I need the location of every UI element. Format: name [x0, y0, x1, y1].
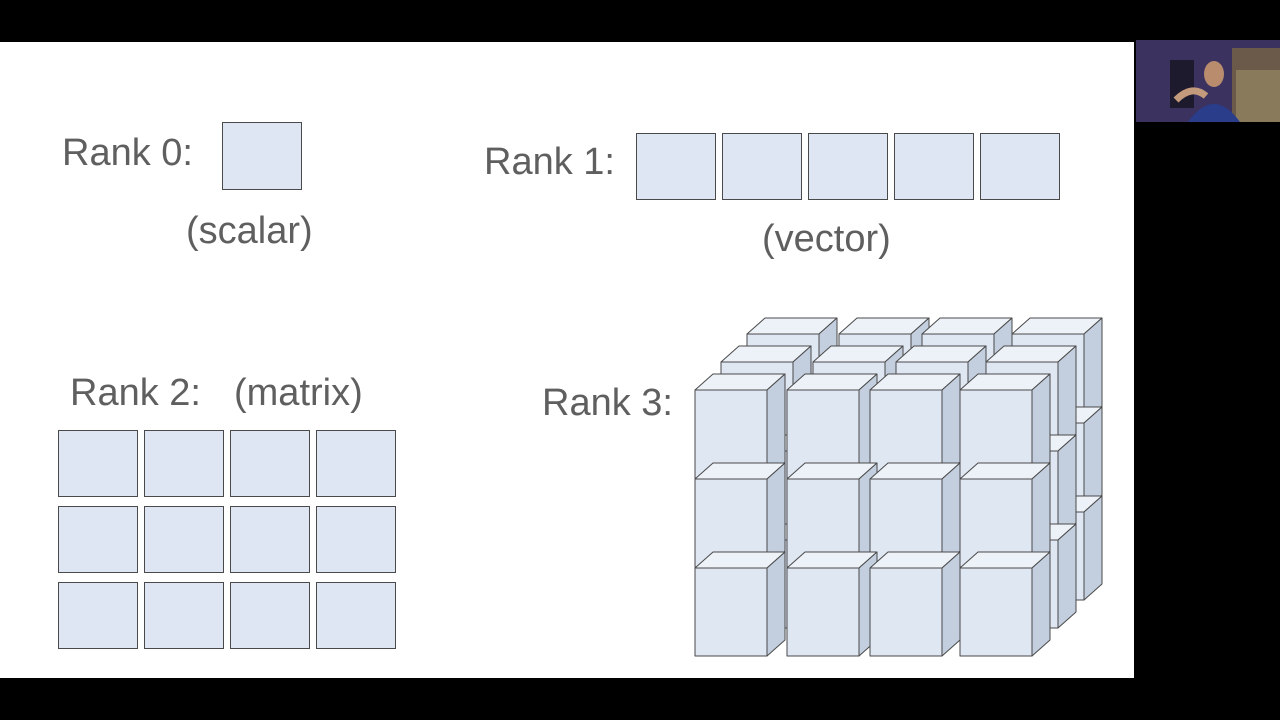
rank3-label: Rank 3: — [542, 382, 673, 424]
tensor-cube — [869, 373, 961, 479]
vector-cell — [894, 133, 974, 200]
rank1-label: Rank 1: — [484, 141, 615, 183]
tensor-cube — [959, 551, 1051, 657]
tensor-cube — [869, 462, 961, 568]
matrix-cell — [316, 430, 396, 497]
tensor-cube — [786, 373, 878, 479]
matrix-cell — [144, 582, 224, 649]
vector-cell — [808, 133, 888, 200]
tensor-cube — [786, 462, 878, 568]
matrix-cell — [230, 582, 310, 649]
matrix-cell — [144, 506, 224, 573]
tensor-cube — [694, 373, 786, 479]
tensor-cube — [959, 462, 1051, 568]
matrix-cell — [58, 506, 138, 573]
tensor-cube — [694, 462, 786, 568]
vector-cell — [722, 133, 802, 200]
vector-cell — [980, 133, 1060, 200]
rank2-label: Rank 2: — [70, 372, 201, 414]
tensor-cube — [694, 551, 786, 657]
matrix-cell — [58, 430, 138, 497]
tensor-cube-stack — [694, 317, 1103, 657]
presenter-video-icon — [1136, 40, 1280, 122]
rank0-caption: (scalar) — [186, 210, 313, 252]
matrix-cell — [316, 582, 396, 649]
scalar-cell — [222, 122, 302, 190]
matrix-cell — [230, 506, 310, 573]
matrix-cell — [144, 430, 224, 497]
tensor-cube — [786, 551, 878, 657]
vector-cell — [636, 133, 716, 200]
rank2-caption: (matrix) — [234, 372, 363, 414]
tensor-cube — [869, 551, 961, 657]
matrix-cell — [58, 582, 138, 649]
slide: Rank 0: (scalar) Rank 1: (vector) Rank 2… — [0, 42, 1134, 678]
presenter-webcam — [1136, 40, 1280, 122]
tensor-cube — [959, 373, 1051, 479]
matrix-cell — [230, 430, 310, 497]
rank1-caption: (vector) — [762, 218, 891, 260]
matrix-cell — [316, 506, 396, 573]
rank0-label: Rank 0: — [62, 132, 193, 174]
